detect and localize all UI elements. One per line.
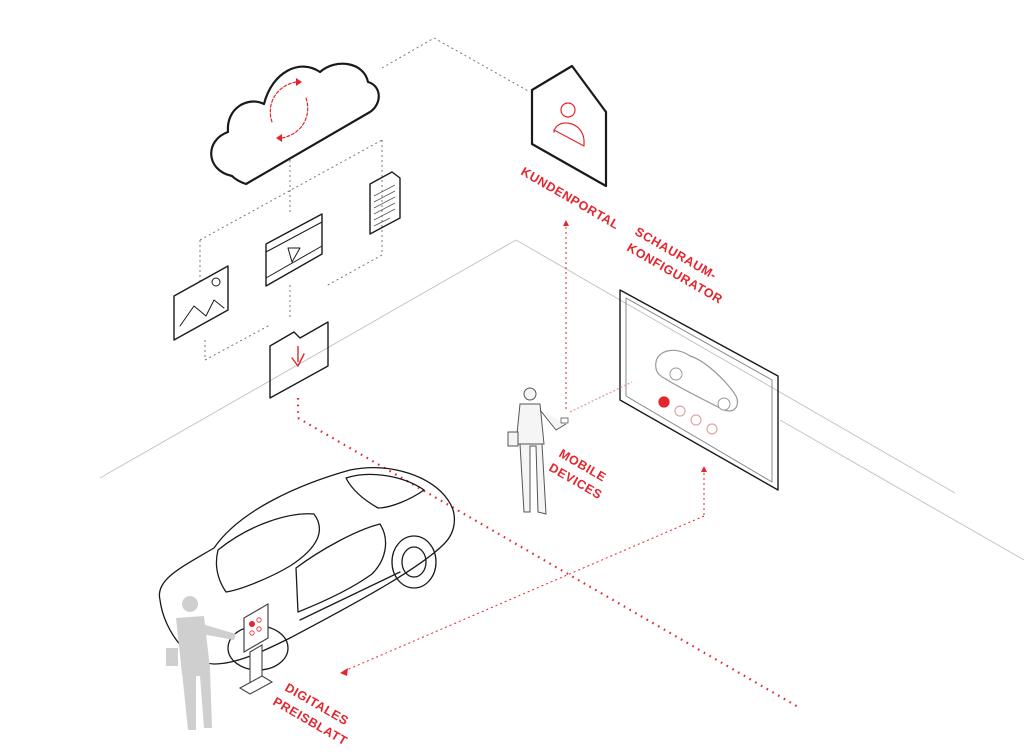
floor-outline: [99, 239, 1024, 561]
label-schauraum-konfigurator: SCHAURAUM- KONFIGURATOR: [625, 224, 726, 306]
price-kiosk: [238, 602, 274, 695]
label-digitales-preisblatt: DIGITALES PREISBLATT: [271, 680, 352, 748]
connection-lines: [199, 37, 531, 361]
download-folder-icon: [269, 321, 329, 399]
red-floor-path: [296, 398, 801, 709]
config-dot: [690, 414, 702, 426]
config-dot: [706, 423, 718, 435]
configurator-link: [341, 468, 705, 673]
house-user-icon: [530, 64, 608, 188]
label-mobile-devices: MOBILE DEVICES: [547, 446, 609, 502]
person-kiosk-user: [166, 596, 236, 730]
config-dot-active: [658, 396, 670, 408]
document-icon: [369, 171, 401, 235]
image-icon: [173, 265, 229, 341]
mobile-device-icon: [560, 417, 569, 424]
mobile-signal: [569, 381, 633, 413]
person-mobile-user: [507, 387, 567, 515]
config-dot: [674, 405, 686, 417]
cloud-sync-icon: [210, 62, 380, 186]
configurator-dots: [658, 396, 718, 435]
video-film-icon: [265, 213, 323, 287]
configurator-screen: [619, 289, 779, 491]
